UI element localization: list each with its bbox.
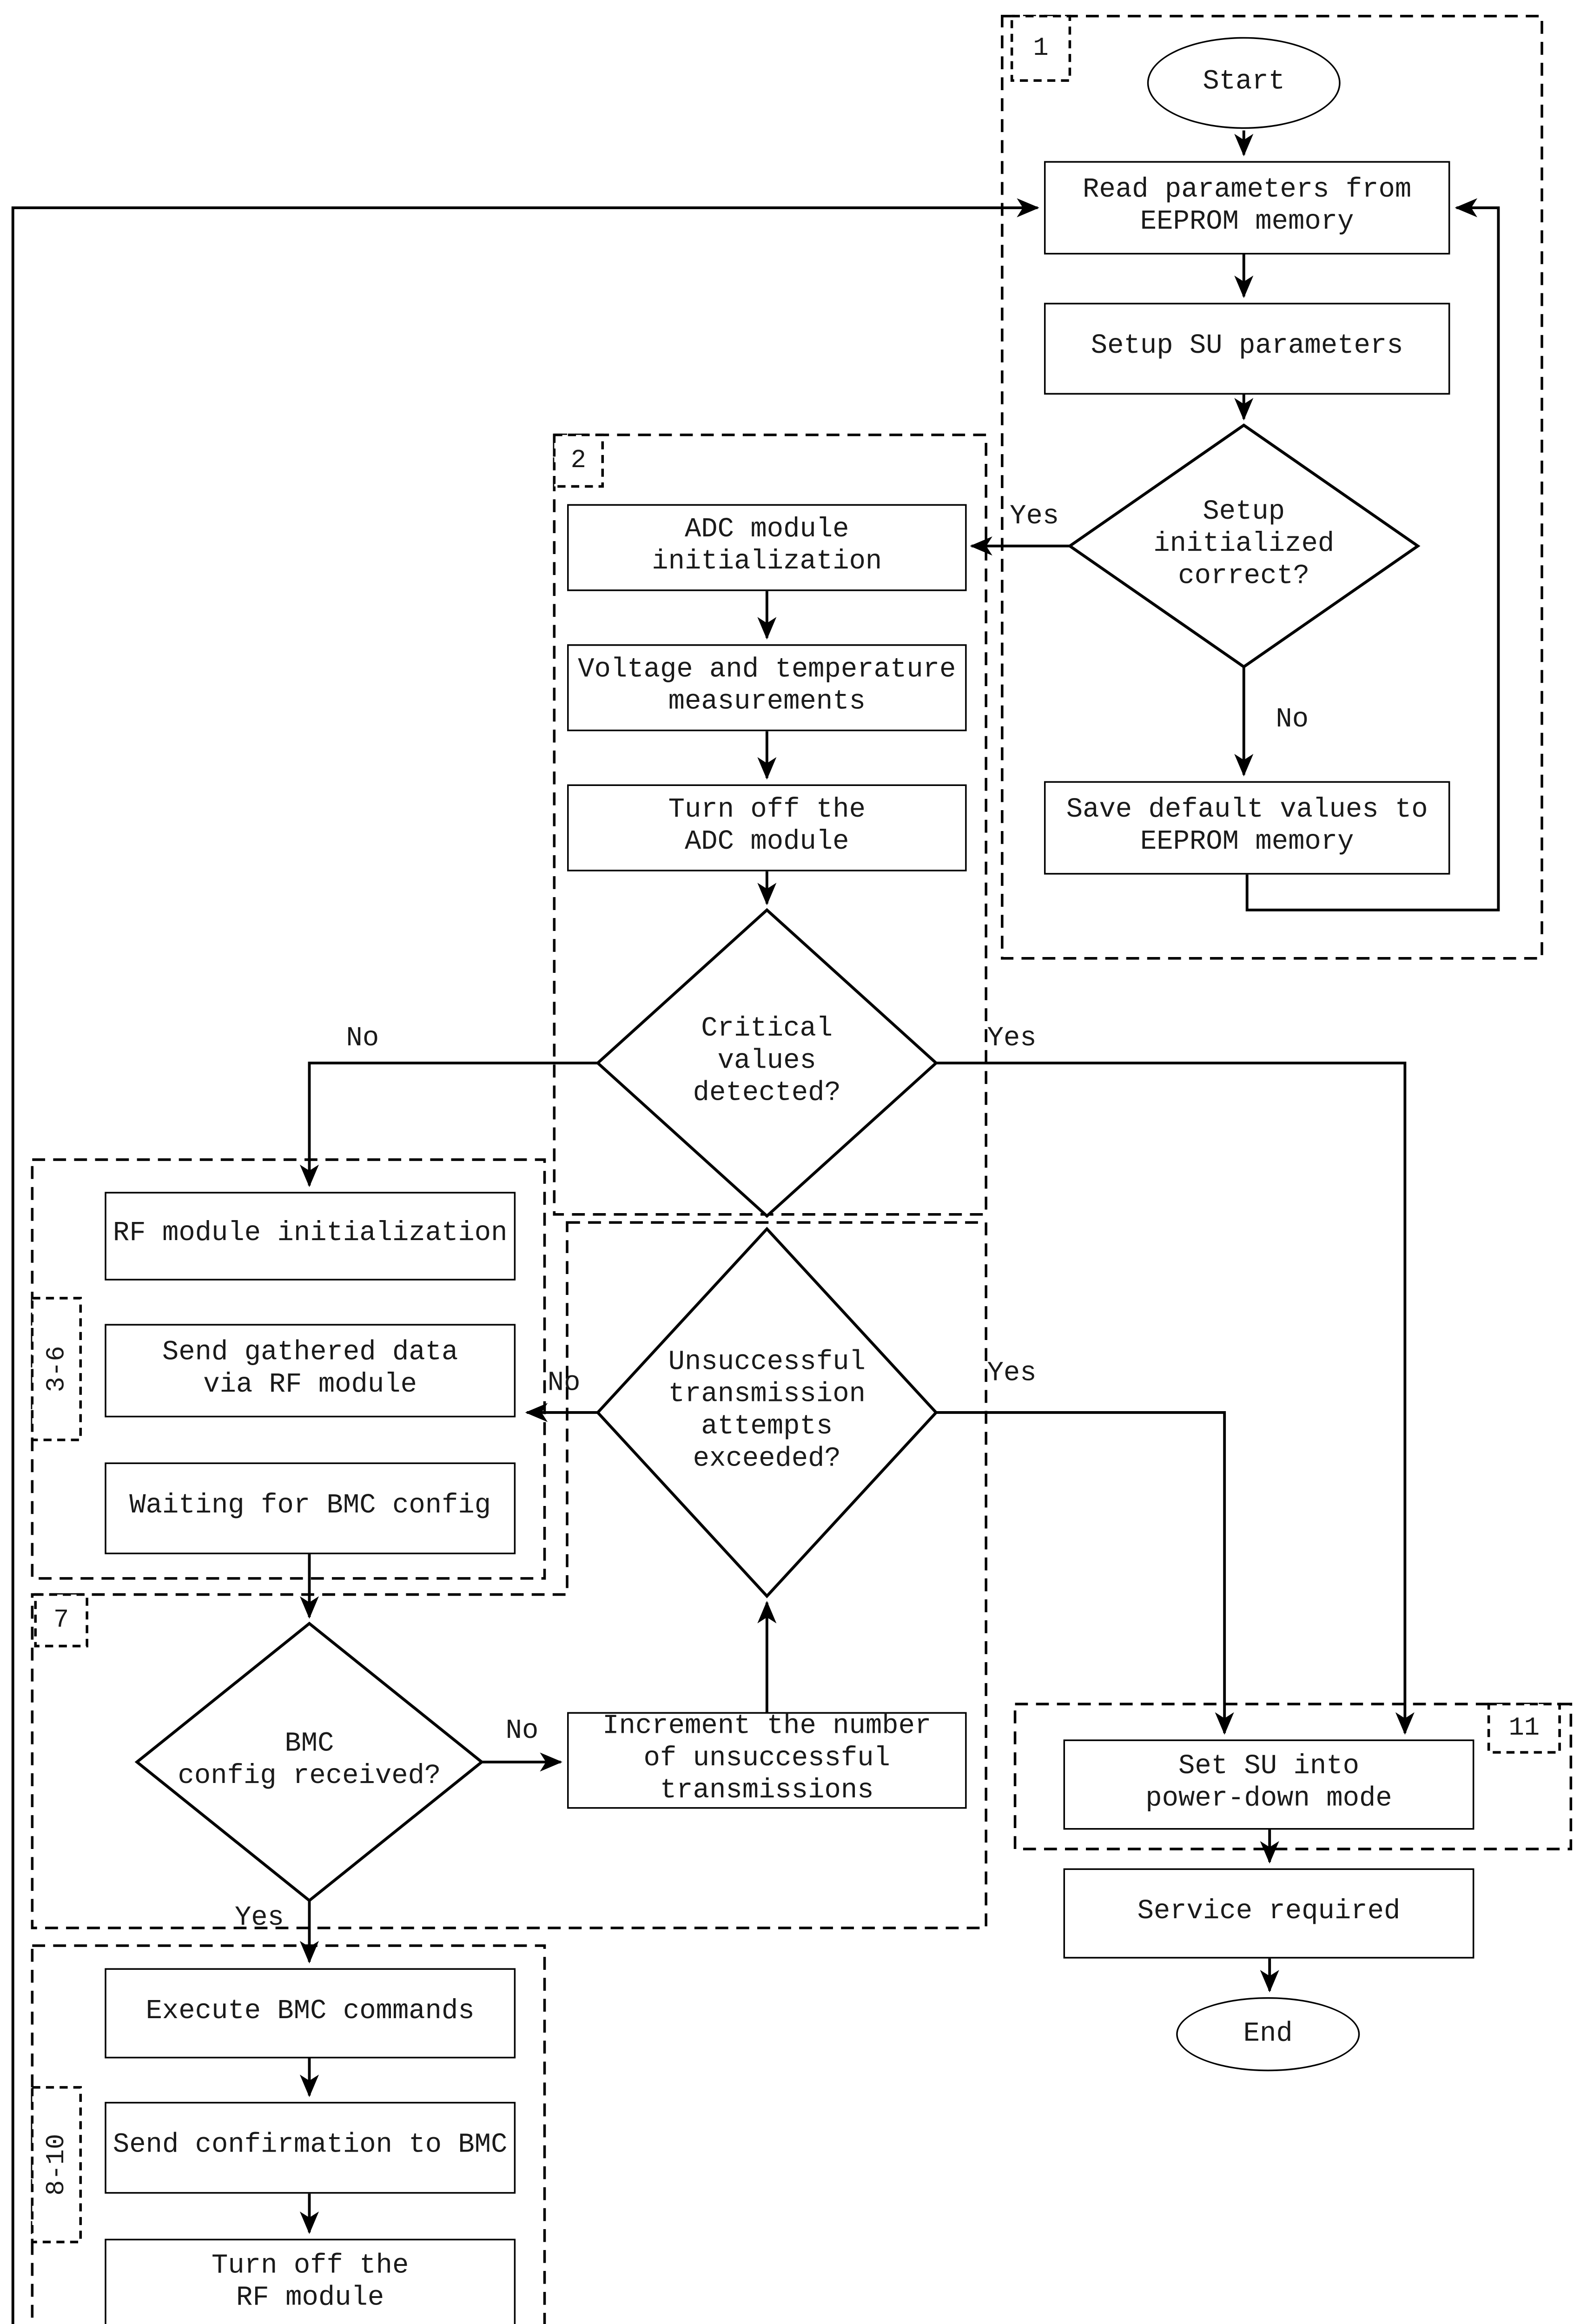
edge-powerdown-loop-read — [11, 198, 1039, 2324]
node-increment-unsuccessful: Increment the number of unsuccessful tra… — [567, 1712, 967, 1809]
edge-label-bmc-no: No — [505, 1717, 539, 1748]
edge-label-setup-yes: Yes — [1010, 502, 1059, 533]
decision-bmc-received-shape — [134, 1621, 484, 1902]
edge-label-critical-no: No — [346, 1024, 379, 1055]
edge-label-unsuccessful-no: No — [547, 1369, 581, 1400]
group-1-outline — [1001, 14, 1543, 960]
group-label-2: 2 — [570, 446, 586, 475]
edge-critical-yes-powerdown — [936, 1062, 1415, 1735]
decision-unsuccessful-attempts-label: Unsuccessful transmission attempts excee… — [668, 1348, 866, 1476]
node-turn-off-adc: Turn off the ADC module — [567, 784, 967, 872]
node-voltage-temperature: Voltage and temperature measurements — [567, 644, 967, 732]
decision-setup-initialized-shape — [1067, 423, 1421, 669]
node-save-default-values: Save default values to EEPROM memory — [1044, 781, 1450, 875]
group-label-3-6: 3-6 — [32, 1298, 80, 1440]
node-rf-initialization: RF module initialization — [105, 1192, 516, 1281]
edge-save-loop-read — [1245, 198, 1500, 911]
edge-label-critical-yes: Yes — [987, 1024, 1037, 1055]
node-adc-initialization: ADC module initialization — [567, 504, 967, 591]
group-1-label-box — [1010, 14, 1071, 82]
node-send-gathered-data: Send gathered data via RF module — [105, 1324, 516, 1418]
node-turn-off-rf: Turn off the RF module — [105, 2238, 516, 2324]
group-11-right-label-box — [1487, 1703, 1561, 1754]
group-label-8-10-text: 8-10 — [42, 2133, 71, 2196]
node-end: End — [1176, 1997, 1360, 2072]
edge-critical-no-rfinit — [299, 1062, 598, 1188]
group-3-6-outline — [31, 1158, 546, 1580]
decision-critical-values-shape — [595, 908, 939, 1218]
node-service-required: Service required — [1063, 1868, 1475, 1959]
node-start: Start — [1147, 37, 1341, 129]
edge-unsuccessful-yes-powerdown — [936, 1411, 1234, 1735]
decision-unsuccessful-attempts-shape — [595, 1227, 938, 1598]
group-2-label-box — [553, 433, 604, 488]
node-start-label: Start — [1203, 67, 1285, 99]
group-11-right-outline — [1013, 1703, 1573, 1850]
decision-setup-initialized-label: Setup initialized correct? — [1153, 497, 1335, 593]
node-waiting-bmc-config: Waiting for BMC config — [105, 1462, 516, 1554]
group-7-label-box — [34, 1593, 88, 1648]
edge-label-setup-no: No — [1276, 705, 1309, 736]
group-label-1: 1 — [1033, 33, 1049, 63]
group-label-7: 7 — [53, 1605, 69, 1635]
group-7-outline — [31, 1221, 987, 1929]
group-label-8-10: 8-10 — [32, 2087, 80, 2242]
group-3-6-label-box — [31, 1297, 82, 1441]
decision-bmc-received-label: BMC config received? — [178, 1730, 441, 1793]
node-powerdown-right: Set SU into power-down mode — [1063, 1739, 1475, 1830]
edge-label-unsuccessful-yes: Yes — [987, 1359, 1037, 1390]
group-8-10-label-box — [31, 2086, 82, 2244]
node-send-confirmation: Send confirmation to BMC — [105, 2102, 516, 2194]
edge-label-bmc-yes: Yes — [234, 1903, 284, 1934]
node-setup-su-parameters: Setup SU parameters — [1044, 303, 1450, 395]
node-end-label: End — [1243, 2019, 1293, 2050]
node-execute-bmc-commands: Execute BMC commands — [105, 1968, 516, 2059]
group-label-3-6-text: 3-6 — [42, 1346, 71, 1393]
group-label-11-right: 11 — [1508, 1713, 1540, 1743]
node-read-parameters: Read parameters from EEPROM memory — [1044, 161, 1450, 255]
decision-critical-values-label: Critical values detected? — [693, 1014, 841, 1110]
